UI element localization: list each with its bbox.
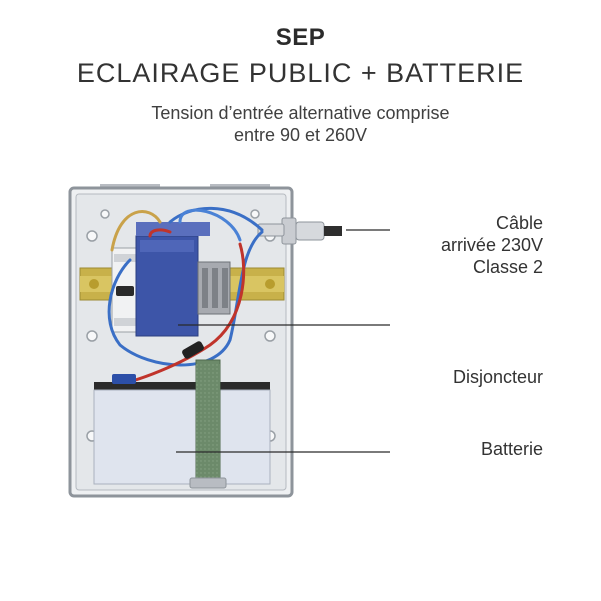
battery-bracket [94,382,270,390]
page-subtitle: ECLAIRAGE PUBLIC + BATTERIE [76,58,525,88]
battery-block [93,389,271,485]
wiring [107,206,264,386]
cable-label-line-1: Câble [495,213,543,233]
voltage-description: Tension d’entrée alternative comprise en… [0,102,601,146]
battery-terminal [112,374,136,384]
page-title: SEP [275,24,326,51]
cable-gland [257,217,342,245]
voltage-description-line-2: entre 90 et 260V [233,125,368,145]
cable-label-line-2: arrivée 230V [440,235,543,255]
callout-lines [176,229,390,453]
cable-label-line-3: Classe 2 [472,257,543,277]
terminal-block [197,261,231,315]
disjoncteur-label: Disjoncteur [452,367,543,387]
voltage-description-line-1: Tension d’entrée alternative comprise [151,103,450,123]
batterie-label: Batterie [480,439,543,459]
breaker-module [111,247,139,333]
battery-strap [189,359,227,489]
wire-connector [182,341,204,359]
cable-label: Câble arrivée 230V Classe 2 [441,212,543,278]
transformer [135,222,210,337]
